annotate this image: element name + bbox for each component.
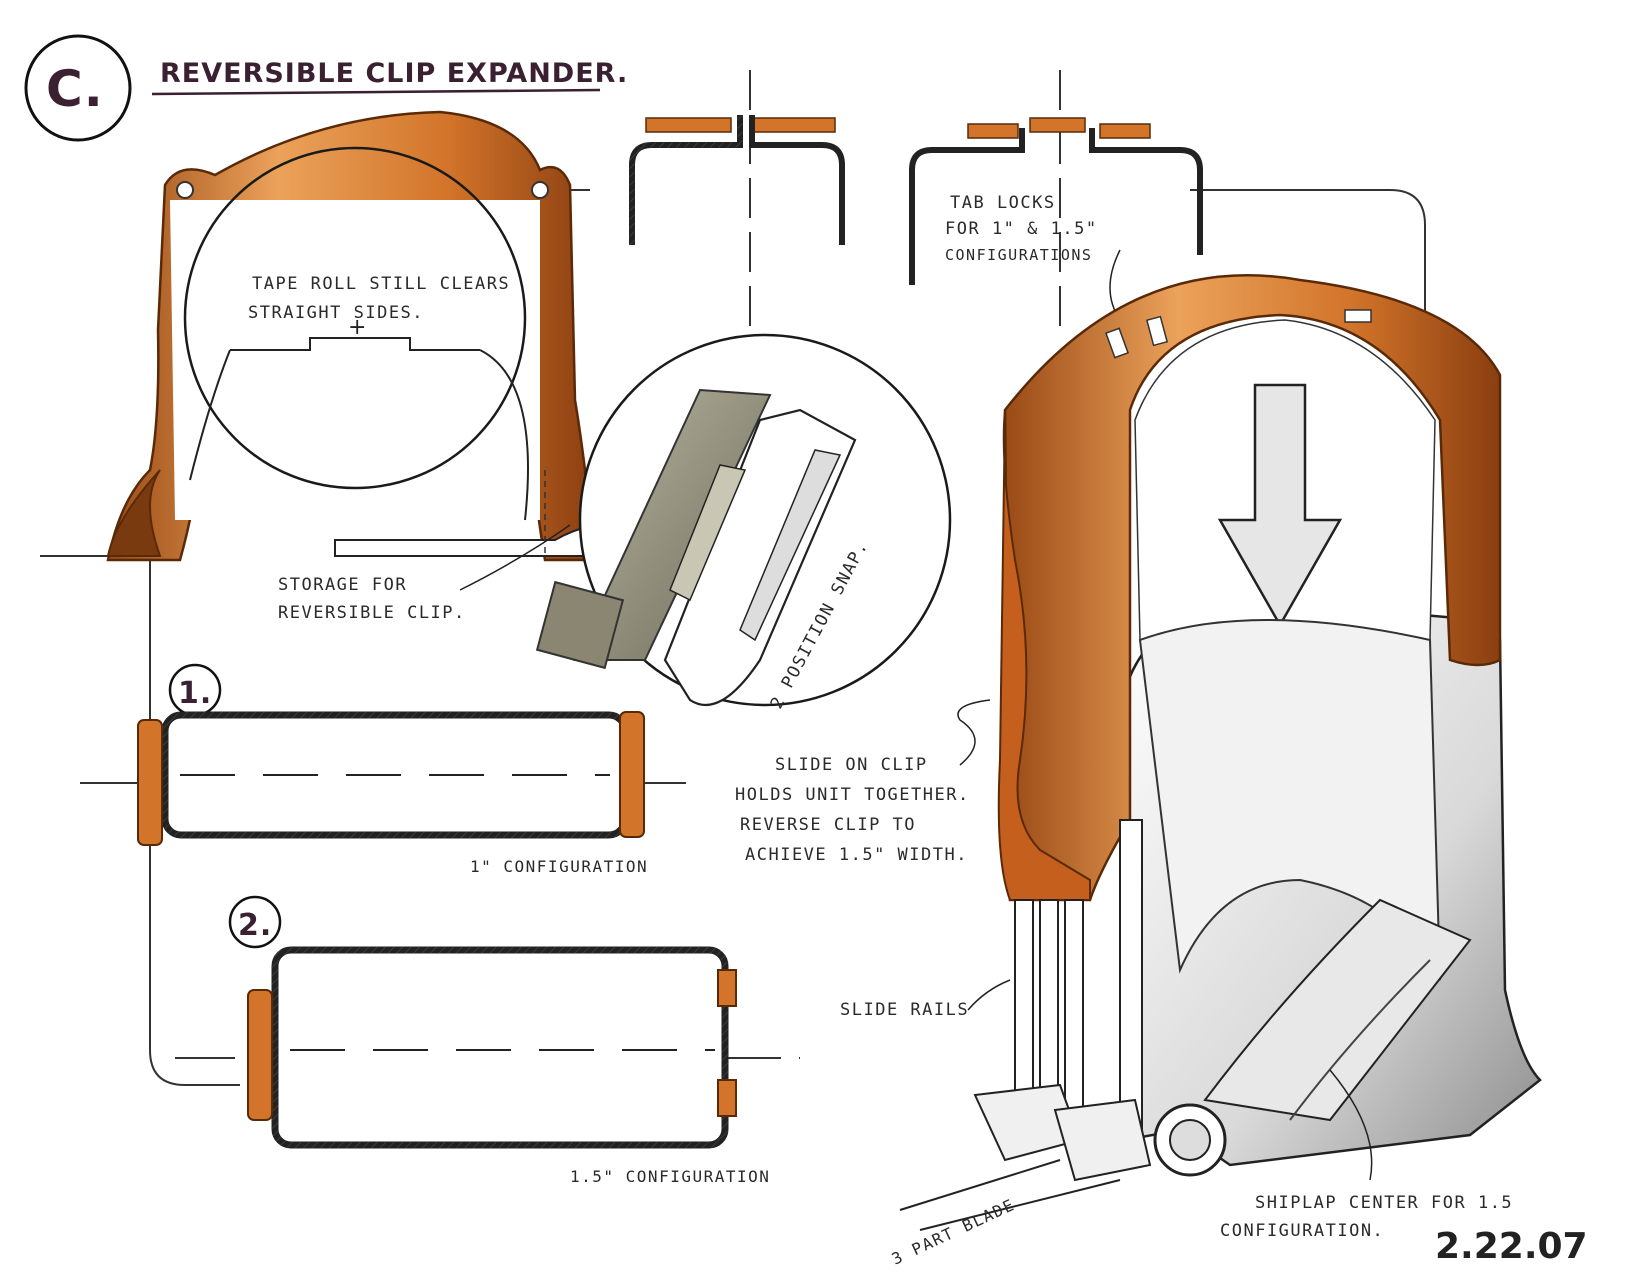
note-tape-roll-1: TAPE ROLL STILL CLEARS (252, 274, 510, 294)
top-section-1-5in (909, 117, 1203, 285)
sketch-date: 2.22.07 (1435, 1226, 1588, 1267)
config-2-label: 1.5" CONFIGURATION (570, 1167, 770, 1186)
front-view-housing (106, 110, 641, 562)
leader-storage (459, 524, 571, 591)
note-slide-clip-2: HOLDS UNIT TOGETHER. (735, 785, 970, 805)
config-1-section: 1. (137, 663, 645, 846)
title-underline (151, 88, 601, 96)
note-shiplap-1: SHIPLAP CENTER FOR 1.5 (1255, 1193, 1513, 1213)
note-slide-clip-3: REVERSE CLIP TO (740, 815, 916, 835)
leader-slide-rails (967, 979, 1011, 1011)
config-1-badge: 1. (178, 676, 212, 711)
note-blade: 3 PART BLADE (889, 1195, 1018, 1269)
note-tape-roll-2: STRAIGHT SIDES. (248, 303, 424, 323)
slide-rails (1014, 819, 1143, 1131)
center-mark: + (348, 315, 366, 340)
note-tab-locks-3: CONFIGURATIONS (945, 246, 1092, 264)
tape-roll-circle (183, 146, 527, 490)
note-storage-1: STORAGE FOR (278, 575, 407, 595)
top-section-1in (629, 115, 845, 245)
note-slide-clip-4: ACHIEVE 1.5" WIDTH. (745, 845, 968, 865)
section-badge-letter: C. (46, 60, 104, 118)
leader-slide-clip (957, 699, 991, 766)
config-1-label: 1" CONFIGURATION (470, 857, 648, 876)
isometric-assembly (899, 274, 1542, 1231)
arrow-icon (1217, 383, 1343, 628)
title-block: C. REVERSIBLE CLIP EXPANDER. (24, 34, 628, 142)
note-tab-locks-2: FOR 1" & 1.5" (945, 219, 1098, 239)
note-tab-locks-1: TAB LOCKS (950, 193, 1056, 213)
note-slide-clip-1: SLIDE ON CLIP (775, 755, 928, 775)
leader-shiplap (1329, 1069, 1373, 1181)
sheet-title: REVERSIBLE CLIP EXPANDER. (160, 58, 628, 89)
note-shiplap-2: CONFIGURATION. (1220, 1221, 1384, 1241)
section-badge-circle (24, 34, 132, 142)
note-storage-2: REVERSIBLE CLIP. (278, 603, 466, 623)
config-2-section: 2. (228, 895, 737, 1149)
snap-detail (535, 333, 952, 707)
note-slide-rails: SLIDE RAILS (840, 1000, 969, 1020)
config-2-badge: 2. (238, 908, 272, 943)
